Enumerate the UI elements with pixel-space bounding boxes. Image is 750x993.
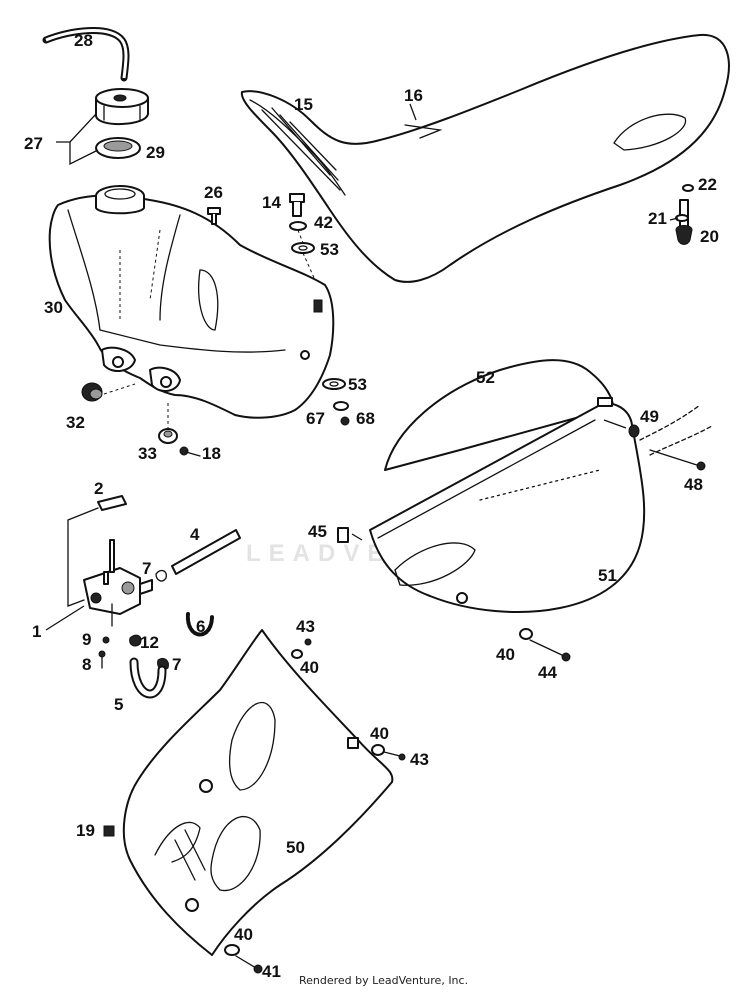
callout-40-bottom: 40	[234, 925, 253, 944]
bolt-14	[289, 193, 305, 217]
washer-53-lower	[322, 378, 346, 390]
callout-7-lower: 7	[172, 655, 181, 674]
spring-clip-6	[185, 612, 214, 637]
guide-line	[103, 383, 136, 395]
callout-43-mid: 43	[410, 750, 429, 769]
callout-1: 1	[32, 622, 41, 641]
callout-67: 67	[306, 409, 325, 428]
callout-68: 68	[356, 409, 375, 428]
breather-hose	[42, 27, 130, 82]
callout-52: 52	[476, 368, 495, 387]
callout-53-lower: 53	[348, 375, 367, 394]
callout-40-upper-left: 40	[300, 658, 319, 677]
hose-5	[129, 657, 167, 699]
callout-16: 16	[404, 86, 423, 105]
clip-19	[103, 825, 115, 837]
seat	[240, 33, 730, 283]
fuel-tank	[48, 185, 335, 419]
seat-fastener-22	[682, 184, 694, 192]
bushing-49	[628, 424, 640, 438]
callout-29: 29	[146, 143, 165, 162]
rubber-grommet-32	[81, 382, 103, 402]
screw-43-mid	[383, 751, 406, 761]
callout-26: 26	[204, 183, 223, 202]
hose-clamp-7-upper	[155, 569, 167, 582]
nut-9	[102, 636, 110, 644]
render-credit: Rendered by LeadVenture, Inc.	[299, 974, 469, 987]
callout-21: 21	[648, 209, 667, 228]
clamp-12	[129, 634, 142, 647]
callout-19: 19	[76, 821, 95, 840]
callout-7-upper: 7	[142, 559, 151, 578]
callout-labels: 1 2 4 5 6 7 7 8 9 12 14 15 16 18 19 20 2…	[24, 31, 719, 981]
washer-42	[289, 221, 307, 231]
callout-15: 15	[294, 95, 313, 114]
callout-4: 4	[190, 525, 200, 544]
callout-6: 6	[196, 617, 205, 636]
fuel-cap	[95, 88, 149, 126]
seat-pin-20	[675, 199, 693, 245]
spacer-33	[158, 428, 178, 444]
callout-41: 41	[262, 962, 281, 981]
callout-14: 14	[262, 193, 281, 212]
tank-screw	[207, 207, 221, 225]
callout-53-upper: 53	[320, 240, 339, 259]
callout-20: 20	[700, 227, 719, 246]
side-panel-right	[369, 359, 646, 613]
callout-32: 32	[66, 413, 85, 432]
callout-44: 44	[538, 663, 557, 682]
bolt-18	[179, 446, 201, 457]
bolt-48	[639, 404, 713, 471]
callout-5: 5	[114, 695, 123, 714]
callout-9: 9	[82, 630, 91, 649]
callout-33: 33	[138, 444, 157, 463]
clip-45	[337, 527, 349, 543]
screw-44	[529, 639, 571, 662]
filter-2	[97, 495, 127, 511]
guide-line	[297, 229, 316, 281]
cap-gasket	[95, 137, 141, 159]
screw-8	[98, 650, 106, 669]
callout-43-top: 43	[296, 617, 315, 636]
washer-53-upper	[291, 242, 315, 254]
callout-8: 8	[82, 655, 91, 674]
callout-49: 49	[640, 407, 659, 426]
fuel-tap	[83, 539, 153, 627]
callout-12: 12	[140, 633, 159, 652]
nut-68	[340, 416, 350, 426]
callout-30: 30	[44, 298, 63, 317]
callout-18: 18	[202, 444, 221, 463]
callout-50: 50	[286, 838, 305, 857]
screw-41	[235, 955, 263, 974]
washer-40-left-mid	[371, 744, 385, 756]
side-panel-left	[122, 629, 394, 956]
washer-40-left-bottom	[224, 944, 240, 956]
leader-lines	[45, 103, 679, 631]
screw-43-top	[304, 638, 312, 646]
fuel-hose-4	[171, 529, 241, 575]
callout-27: 27	[24, 134, 43, 153]
callout-22: 22	[698, 175, 717, 194]
callout-42: 42	[314, 213, 333, 232]
washer-40-right	[519, 628, 533, 640]
callout-2: 2	[94, 479, 103, 498]
callout-48: 48	[684, 475, 703, 494]
callout-45: 45	[308, 522, 327, 541]
callout-40-mid-left: 40	[370, 724, 389, 743]
assembly-bracket-line	[67, 507, 99, 607]
callout-28: 28	[74, 31, 93, 50]
callout-51: 51	[598, 566, 617, 585]
callout-40-right: 40	[496, 645, 515, 664]
washer-67	[333, 401, 349, 411]
washer-40-left-top	[291, 649, 303, 659]
